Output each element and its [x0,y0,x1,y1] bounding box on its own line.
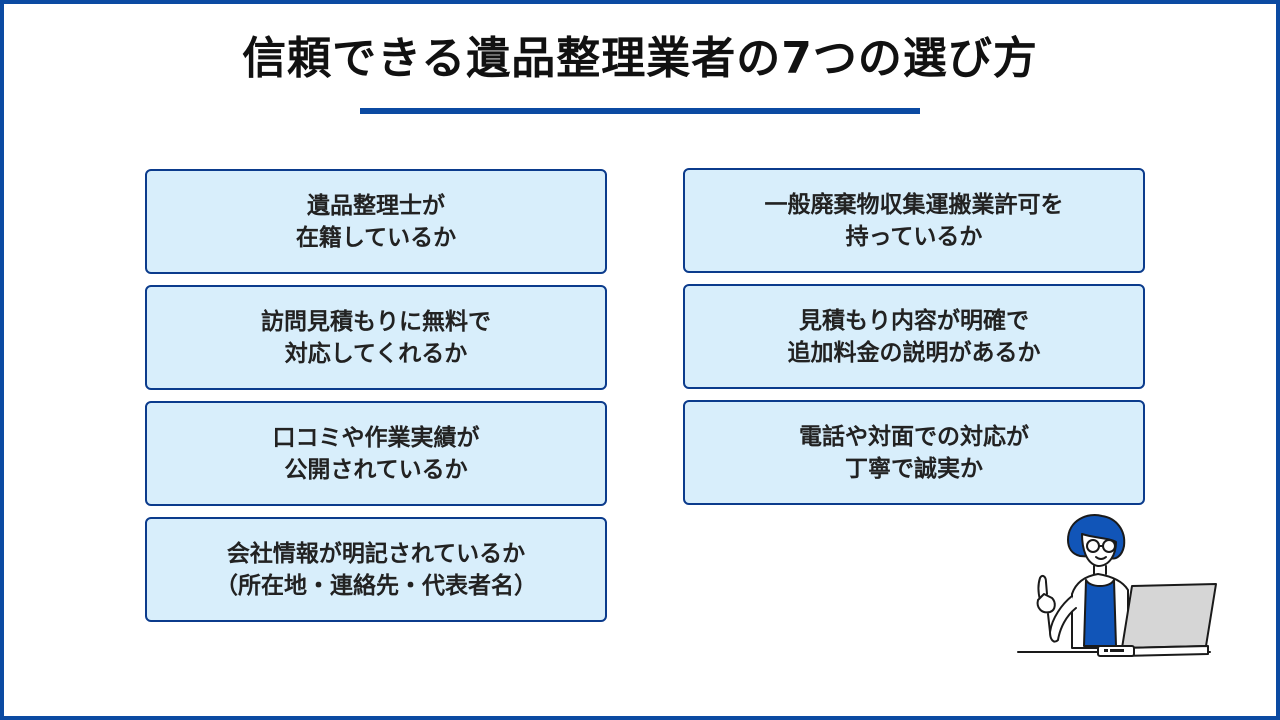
card-line-1: 一般廃棄物収集運搬業許可を [764,191,1064,218]
card-line-1: 訪問見積もりに無料で [261,308,491,335]
card-line-2: 在籍しているか [295,224,457,251]
page-title: 信頼できる遺品整理業者の7つの選び方 [242,33,1038,84]
card-line-2: 公開されているか [284,456,468,483]
device-light-icon [1104,649,1108,652]
card-line-1: 口コミや作業実績が [272,424,480,451]
card-line-1: 見積もり内容が明確で [799,307,1029,334]
card-line-2: 追加料金の説明があるか [787,339,1041,366]
card-line-1: 電話や対面での対応が [799,423,1029,450]
title-underline [360,108,920,114]
card-line-2: 丁寧で誠実か [845,455,983,482]
criteria-card-courteous-service: 電話や対面での対応が 丁寧で誠実か [683,400,1145,505]
criteria-card-reviews: 口コミや作業実績が 公開されているか [145,401,607,506]
criteria-card-clear-estimate: 見積もり内容が明確で 追加料金の説明があるか [683,284,1145,389]
criteria-card-free-estimate: 訪問見積もりに無料で 対応してくれるか [145,285,607,390]
card-line-2: 持っているか [845,223,983,250]
card-line-2: 対応してくれるか [284,340,468,367]
criteria-card-waste-license: 一般廃棄物収集運搬業許可を 持っているか [683,168,1145,273]
criteria-card-staff-certified: 遺品整理士が 在籍しているか [145,169,607,274]
card-line-1: 遺品整理士が [307,192,445,219]
card-line-2: （所在地・連絡先・代表者名） [215,572,537,599]
card-line-1: 会社情報が明記されているか [226,540,526,567]
person-with-laptop-illustration [1017,514,1217,657]
criteria-card-company-info: 会社情報が明記されているか （所在地・連絡先・代表者名） [145,517,607,622]
